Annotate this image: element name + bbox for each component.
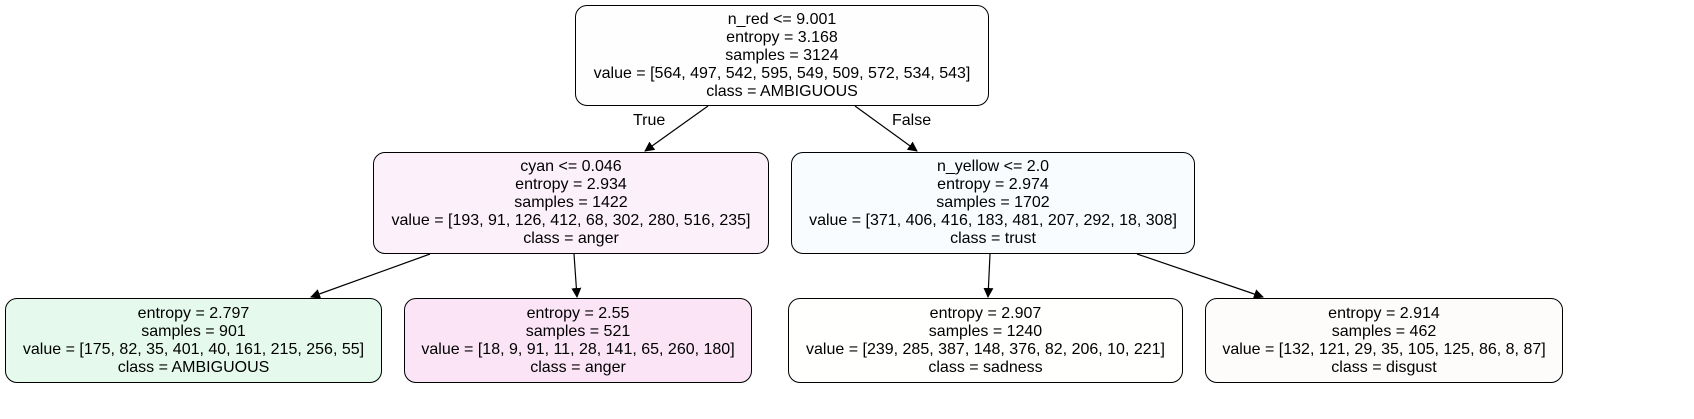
tree-node-root: n_red <= 9.001 entropy = 3.168 samples =… [575,5,989,106]
node-value: value = [371, 406, 416, 183, 481, 207, 2… [809,212,1177,229]
node-value: value = [193, 91, 126, 412, 68, 302, 280… [391,212,751,229]
node-value: value = [132, 121, 29, 35, 105, 125, 86,… [1222,340,1546,358]
node-split: n_yellow <= 2.0 [936,158,1050,175]
node-entropy: entropy = 3.168 [726,28,838,46]
node-value: value = [175, 82, 35, 401, 40, 161, 215,… [22,340,365,358]
node-class: class = anger [530,358,626,376]
edge-right-leaf-rr [1136,253,1264,299]
node-entropy: entropy = 2.797 [137,304,250,322]
node-entropy: entropy = 2.914 [1328,304,1440,322]
node-split: n_red <= 9.001 [727,10,837,28]
node-entropy: entropy = 2.974 [937,176,1049,193]
node-class: class = sadness [928,358,1043,376]
edge-left-leaf-lr [571,253,582,298]
node-samples: samples = 521 [525,322,631,340]
tree-leaf-left-right: entropy = 2.55 samples = 521 value = [18… [404,298,752,383]
node-class: class = disgust [1331,358,1437,376]
node-split: cyan <= 0.046 [520,158,622,175]
node-value: value = [239, 285, 387, 148, 376, 82, 20… [806,340,1165,358]
node-samples: samples = 1422 [514,194,628,211]
edge-root-right [854,105,918,152]
node-samples: samples = 1702 [936,194,1050,211]
node-samples: samples = 462 [1331,322,1437,340]
edge-label-false: False [892,112,932,129]
node-samples: samples = 3124 [725,46,839,64]
node-samples: samples = 1240 [928,322,1043,340]
tree-node-right: n_yellow <= 2.0 entropy = 2.974 samples … [791,152,1195,254]
tree-leaf-right-right: entropy = 2.914 samples = 462 value = [1… [1205,298,1563,383]
tree-leaf-right-left: entropy = 2.907 samples = 1240 value = [… [788,298,1183,383]
edge-left-leaf-ll [310,253,431,299]
edge-label-true: True [633,112,666,129]
node-samples: samples = 901 [141,322,246,340]
node-class: class = trust [950,230,1036,247]
node-class: class = AMBIGUOUS [706,82,858,100]
node-value: value = [18, 9, 91, 11, 28, 141, 65, 260… [421,340,735,358]
node-entropy: entropy = 2.907 [929,304,1042,322]
edge-right-leaf-rl [983,253,994,298]
node-entropy: entropy = 2.934 [515,176,627,193]
edge-root-left [644,105,709,152]
tree-node-left: cyan <= 0.046 entropy = 2.934 samples = … [373,152,769,254]
node-entropy: entropy = 2.55 [526,304,630,322]
node-value: value = [564, 497, 542, 595, 549, 509, 5… [593,64,971,82]
node-class: class = anger [523,230,619,247]
node-class: class = AMBIGUOUS [117,358,270,376]
tree-leaf-left-left: entropy = 2.797 samples = 901 value = [1… [5,298,382,383]
